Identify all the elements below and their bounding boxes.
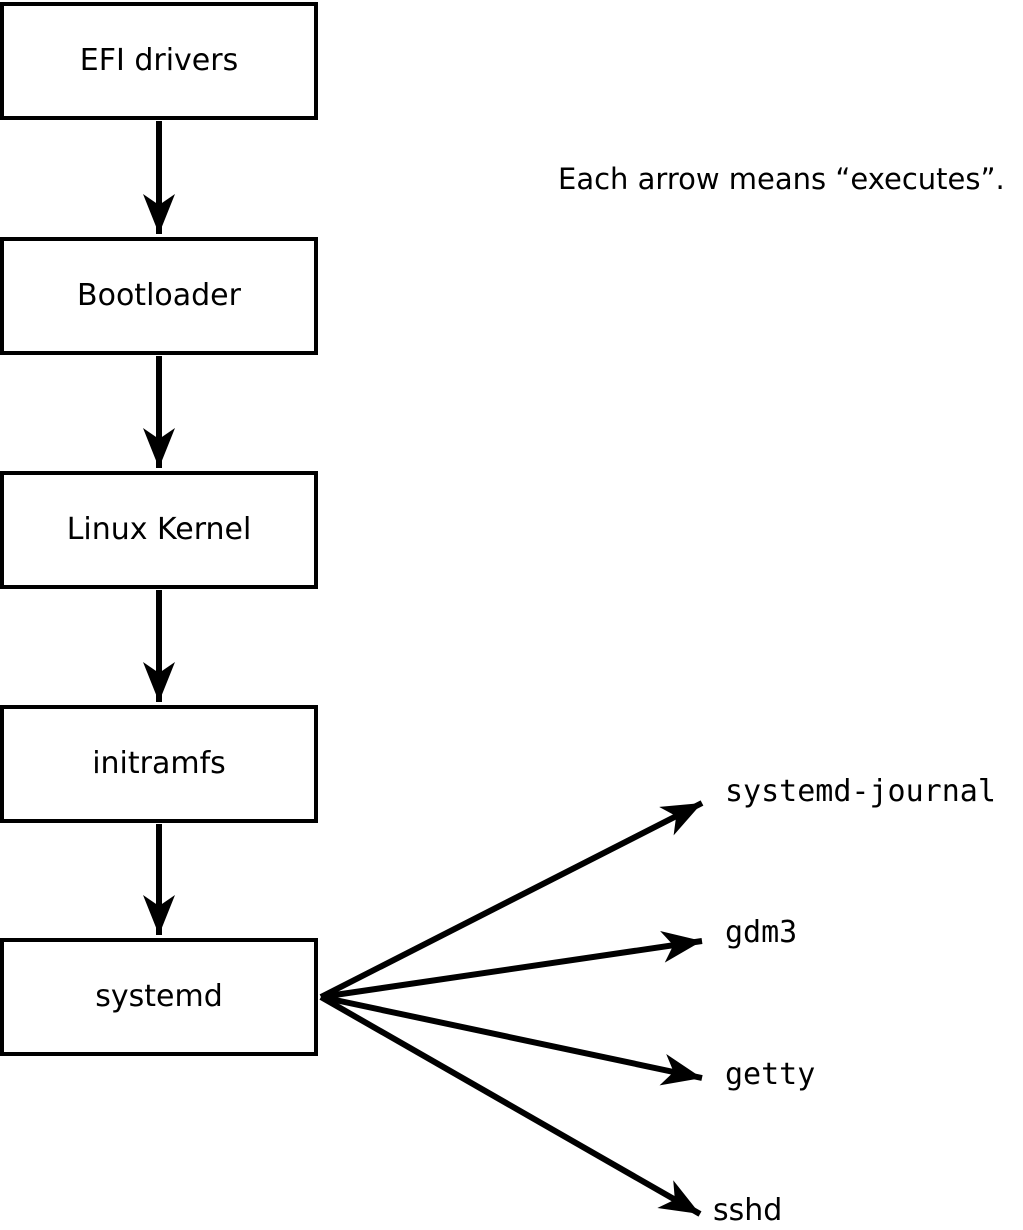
node-initramfs: initramfs: [0, 705, 318, 823]
arrow-systemd-to-gdm3: [320, 930, 703, 1000]
arrow-meaning-caption: Each arrow means “executes”.: [558, 162, 1005, 196]
target-getty-label: getty: [725, 1057, 816, 1092]
node-efi-drivers: EFI drivers: [0, 2, 318, 120]
node-bootloader-label: Bootloader: [77, 278, 241, 313]
target-sshd-label: sshd: [713, 1193, 783, 1228]
node-linux-kernel-label: Linux Kernel: [66, 512, 252, 547]
arrow-systemd-to-systemd-journal: [319, 800, 704, 1000]
node-systemd-label: systemd: [95, 979, 223, 1014]
arrow-systemd-to-sshd: [319, 994, 702, 1217]
target-systemd-journal-label: systemd-journal: [725, 774, 996, 809]
target-gdm3-label: gdm3: [725, 915, 798, 950]
node-efi-drivers-label: EFI drivers: [79, 43, 239, 78]
node-systemd: systemd: [0, 938, 318, 1056]
node-linux-kernel: Linux Kernel: [0, 471, 318, 589]
node-initramfs-label: initramfs: [92, 746, 226, 781]
arrow-systemd-to-getty: [320, 994, 703, 1086]
node-bootloader: Bootloader: [0, 237, 318, 355]
